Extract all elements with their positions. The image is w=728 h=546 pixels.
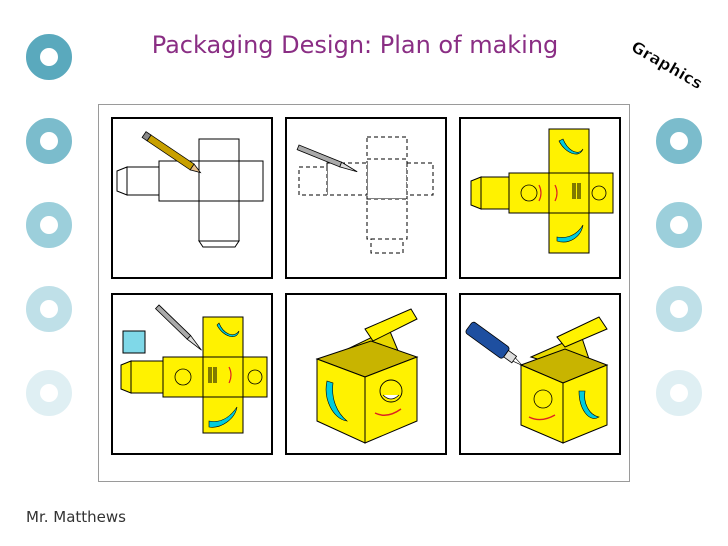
graphics-label: Graphics xyxy=(628,37,707,92)
right-ring-3 xyxy=(656,286,702,332)
glue-icon xyxy=(465,321,523,366)
face-graphic xyxy=(520,184,538,202)
left-ring-5 xyxy=(26,370,72,416)
left-ring-2 xyxy=(26,118,72,164)
scalpel-icon xyxy=(154,304,202,351)
slide-title: Packaging Design: Plan of making xyxy=(151,31,559,59)
face-graphic xyxy=(174,368,192,386)
pencil-icon xyxy=(141,131,202,174)
banana-graphic xyxy=(578,390,600,419)
process-frame xyxy=(98,104,630,482)
banana-graphic xyxy=(556,224,584,243)
banana-graphic xyxy=(216,322,240,337)
step-panel-1 xyxy=(111,117,273,279)
right-ring-1 xyxy=(656,118,702,164)
right-ring-4 xyxy=(656,370,702,416)
face-graphic xyxy=(533,389,553,409)
step-panel-3 xyxy=(459,117,621,279)
face-graphic xyxy=(247,369,263,385)
step-panel-2 xyxy=(285,117,447,279)
graphics-text: Graphics xyxy=(628,37,706,92)
step-panel-5 xyxy=(285,293,447,455)
right-ring-2 xyxy=(656,202,702,248)
banana-graphic xyxy=(208,406,238,428)
scalpel-icon xyxy=(296,144,358,173)
left-ring-1 xyxy=(26,34,72,80)
face-graphic xyxy=(591,185,607,201)
step-panel-4 xyxy=(111,293,273,455)
presenter-name: Mr. Matthews xyxy=(26,508,126,526)
step-panel-6 xyxy=(459,293,621,455)
banana-graphic xyxy=(325,380,349,422)
left-ring-3 xyxy=(26,202,72,248)
left-ring-4 xyxy=(26,286,72,332)
banana-graphic xyxy=(558,138,584,155)
